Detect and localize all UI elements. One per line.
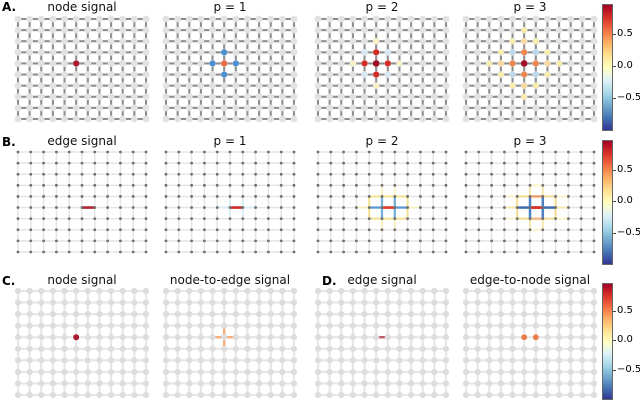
colorbar-gradient xyxy=(602,4,613,131)
signal-edges xyxy=(217,196,256,219)
signal-nodes xyxy=(486,27,562,100)
colorbar-tick-label: 0.5 xyxy=(617,305,633,317)
grid-edges xyxy=(464,17,596,121)
grid-edges xyxy=(164,17,296,121)
grid-nodes xyxy=(16,150,148,254)
grid-nodes xyxy=(162,287,298,399)
panel-title: node signal xyxy=(47,273,117,287)
graph-panel-a-3 xyxy=(462,15,598,123)
grid-nodes xyxy=(162,15,298,123)
graph-canvas xyxy=(14,15,150,123)
panel-title: p = 1 xyxy=(213,0,247,14)
panel-title: p = 3 xyxy=(513,0,547,14)
panel-title: node signal xyxy=(47,0,117,14)
panel-title: edge signal xyxy=(347,273,417,287)
signal-nodes xyxy=(350,38,403,89)
colorbar-tick-label: −0.5 xyxy=(617,363,640,375)
row-label-b: B. xyxy=(2,135,16,149)
grid-nodes xyxy=(462,15,598,123)
signal-nodes xyxy=(73,334,80,341)
colorbar-tick-mark xyxy=(613,66,616,68)
graph-canvas xyxy=(14,287,150,399)
panel-title: edge-to-node signal xyxy=(469,273,591,287)
graph-canvas xyxy=(464,150,596,254)
signal-nodes xyxy=(521,334,539,341)
graph-canvas xyxy=(164,150,296,254)
graph-panel-a-2 xyxy=(314,15,450,123)
colorbar-tick-mark xyxy=(613,340,616,342)
colorbar-tick-mark xyxy=(613,34,616,36)
graph-panel-b-0 xyxy=(16,150,148,254)
colorbar: 0.5 0.0 −0.5 xyxy=(602,283,640,400)
signal-nodes xyxy=(73,60,80,67)
graph-canvas xyxy=(162,287,298,399)
colorbar-tick-label: 0.5 xyxy=(617,164,633,175)
colorbar-tick-mark xyxy=(613,201,616,203)
colorbar-tick-mark xyxy=(613,232,616,234)
grid-edges xyxy=(464,289,596,397)
colorbar-tick-mark xyxy=(613,369,616,371)
colorbar-tick-label: −0.5 xyxy=(617,226,640,238)
graph-canvas xyxy=(462,15,598,123)
grid-nodes xyxy=(316,150,448,254)
grid-edges xyxy=(16,289,148,397)
graph-canvas xyxy=(316,150,448,254)
panel-title: p = 1 xyxy=(213,134,247,148)
row-label-a: A. xyxy=(2,0,17,14)
graph-canvas xyxy=(314,15,450,123)
grid-edges xyxy=(17,151,147,253)
grid-nodes xyxy=(314,15,450,123)
graph-panel-cd-0 xyxy=(14,287,150,399)
colorbar-tick-label: −0.5 xyxy=(617,91,640,103)
grid-nodes xyxy=(314,287,450,399)
grid-edges xyxy=(16,17,148,121)
row-label-d: D. xyxy=(322,274,337,288)
colorbar-tick-label: 0.5 xyxy=(617,28,633,40)
panel-title: p = 2 xyxy=(365,134,399,148)
signal-edges xyxy=(356,185,421,230)
panel-title: p = 2 xyxy=(365,0,399,14)
graph-canvas xyxy=(16,150,148,254)
graph-panel-a-1 xyxy=(162,15,298,123)
colorbar: 0.5 0.0 −0.5 xyxy=(602,140,640,265)
colorbar-tick-mark xyxy=(613,311,616,313)
grid-nodes xyxy=(164,150,296,254)
grid-nodes xyxy=(464,150,596,254)
grid-edges xyxy=(316,17,448,121)
colorbar-tick-mark xyxy=(613,97,616,99)
grid-nodes xyxy=(14,15,150,123)
grid-edges xyxy=(316,289,448,397)
graph-canvas xyxy=(314,287,450,399)
signal-edges xyxy=(504,184,569,231)
grid-nodes xyxy=(462,287,598,399)
row-label-c: C. xyxy=(2,274,16,288)
graph-panel-b-1 xyxy=(164,150,296,254)
colorbar-tick-mark xyxy=(613,170,616,171)
grid-nodes xyxy=(14,287,150,399)
graph-panel-b-2 xyxy=(316,150,448,254)
graph-panel-cd-1 xyxy=(162,287,298,399)
colorbar-gradient xyxy=(602,140,613,265)
graph-panel-a-0 xyxy=(14,15,150,123)
graph-panel-b-3 xyxy=(464,150,596,254)
colorbar-gradient xyxy=(602,283,613,400)
colorbar: 0.5 0.0 −0.5 xyxy=(602,4,640,131)
colorbar-tick-label: 0.0 xyxy=(617,60,633,72)
graph-canvas xyxy=(462,287,598,399)
grid-edges xyxy=(164,289,296,397)
panel-title: edge signal xyxy=(47,134,117,148)
graph-canvas xyxy=(162,15,298,123)
colorbar-tick-label: 0.0 xyxy=(617,334,633,346)
panel-title: p = 3 xyxy=(513,134,547,148)
signal-nodes xyxy=(209,49,239,78)
panel-title: node-to-edge signal xyxy=(169,273,291,287)
graph-panel-cd-3 xyxy=(462,287,598,399)
colorbar-tick-label: 0.0 xyxy=(617,195,633,207)
graph-panel-cd-2 xyxy=(314,287,450,399)
